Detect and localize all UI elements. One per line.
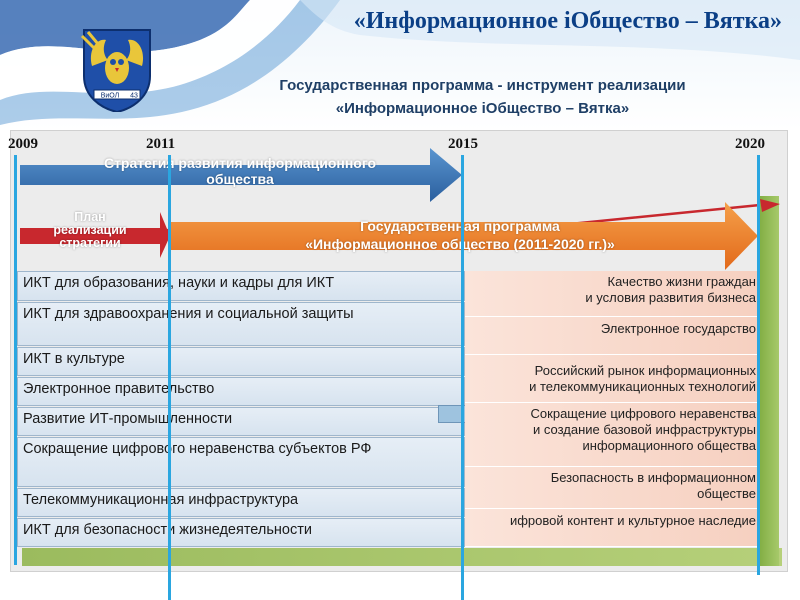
goal-line: и условия развития бизнеса: [585, 290, 756, 305]
page-title: «Информационное iОбщество – Вятка»: [353, 8, 782, 34]
list-item: Электронное правительство: [17, 377, 465, 406]
goal-line: Качество жизни граждан: [607, 274, 756, 289]
year-label-2011: 2011: [146, 136, 176, 152]
header: ВиОЛ 43 «Информационное iОбщество – Вятк…: [0, 0, 800, 130]
crest-ribbon-text: ВиОЛ: [101, 93, 120, 100]
list-item: Развитие ИТ-промышленности: [17, 407, 465, 436]
list-item: Безопасность в информационном обществе: [465, 467, 758, 509]
program-label-line-2: «Информационное общество (2011-2020 гг.)…: [305, 236, 615, 252]
subtitle-line-2: «Информационное iОбщество – Вятка»: [335, 100, 630, 117]
list-item: ИКТ для образования, науки и кадры для И…: [17, 271, 465, 301]
goals-list: Качество жизни граждан и условия развити…: [465, 271, 758, 547]
year-line-2020: [757, 155, 760, 575]
strategy-arrow-label: Стратегия развития информационного общес…: [60, 155, 420, 187]
crest-number: 43: [130, 93, 138, 100]
year-label-2020: 2020: [735, 136, 765, 152]
list-item: Качество жизни граждан и условия развити…: [465, 271, 758, 317]
list-item: Телекоммуникационная инфраструктура: [17, 488, 465, 517]
kirov-coat-of-arms-icon: ВиОЛ 43: [80, 29, 151, 112]
list-item: Сокращение цифрового неравенства и созда…: [465, 403, 758, 467]
goal-line: и создание базовой инфраструктуры: [532, 422, 756, 437]
list-item: ИКТ в культуре: [17, 347, 465, 376]
directions-list: ИКТ для образования, науки и кадры для И…: [17, 271, 465, 548]
plan-label-line-3: стратегии: [59, 236, 121, 250]
list-item: ифровой контент и культурное наследие: [465, 509, 758, 547]
plan-arrow-label: План реализации стратегии: [25, 211, 155, 250]
page-subtitle: Государственная программа - инструмент р…: [225, 74, 740, 120]
goal-line: Сокращение цифрового неравенства: [530, 406, 756, 421]
goal-line: обществе: [697, 486, 756, 501]
year-line-2011: [168, 155, 171, 600]
subtitle-line-1: Государственная программа - инструмент р…: [279, 77, 686, 94]
year-line-2015: [461, 155, 464, 600]
plan-label-line-2: реализации: [53, 223, 127, 237]
list-item: Сокращение цифрового неравенства субъект…: [17, 437, 465, 487]
plan-label-line-1: План: [74, 210, 106, 224]
list-item: Российский рынок информационных и телеко…: [465, 355, 758, 403]
list-item: ИКТ для безопасности жизнедеятельности: [17, 518, 465, 547]
green-base-bar: [22, 548, 782, 566]
year-line-2009: [14, 155, 17, 565]
goal-line: Электронное государство: [600, 321, 756, 336]
year-label-2009: 2009: [8, 136, 38, 152]
green-end-bar: [757, 196, 779, 566]
strategy-label-line-1: Стратегия развития информационного: [103, 155, 377, 171]
goal-line: информационного общества: [582, 438, 757, 453]
strategy-label-line-2: общества: [206, 171, 274, 187]
program-arrow-label: Государственная программа «Информационно…: [240, 217, 680, 253]
year-label-2015: 2015: [448, 136, 478, 152]
flag-wave-decoration: [0, 0, 800, 125]
list-item: Электронное государство: [465, 317, 758, 355]
list-item: ИКТ для здравоохранения и социальной защ…: [17, 302, 465, 346]
goal-line: и телекоммуникационных технологий: [529, 379, 756, 394]
goal-line: Безопасность в информационном: [550, 470, 756, 485]
program-label-line-1: Государственная программа: [360, 218, 560, 234]
goal-line: Российский рынок информационных: [534, 363, 756, 378]
goal-line: ифровой контент и культурное наследие: [509, 513, 756, 528]
